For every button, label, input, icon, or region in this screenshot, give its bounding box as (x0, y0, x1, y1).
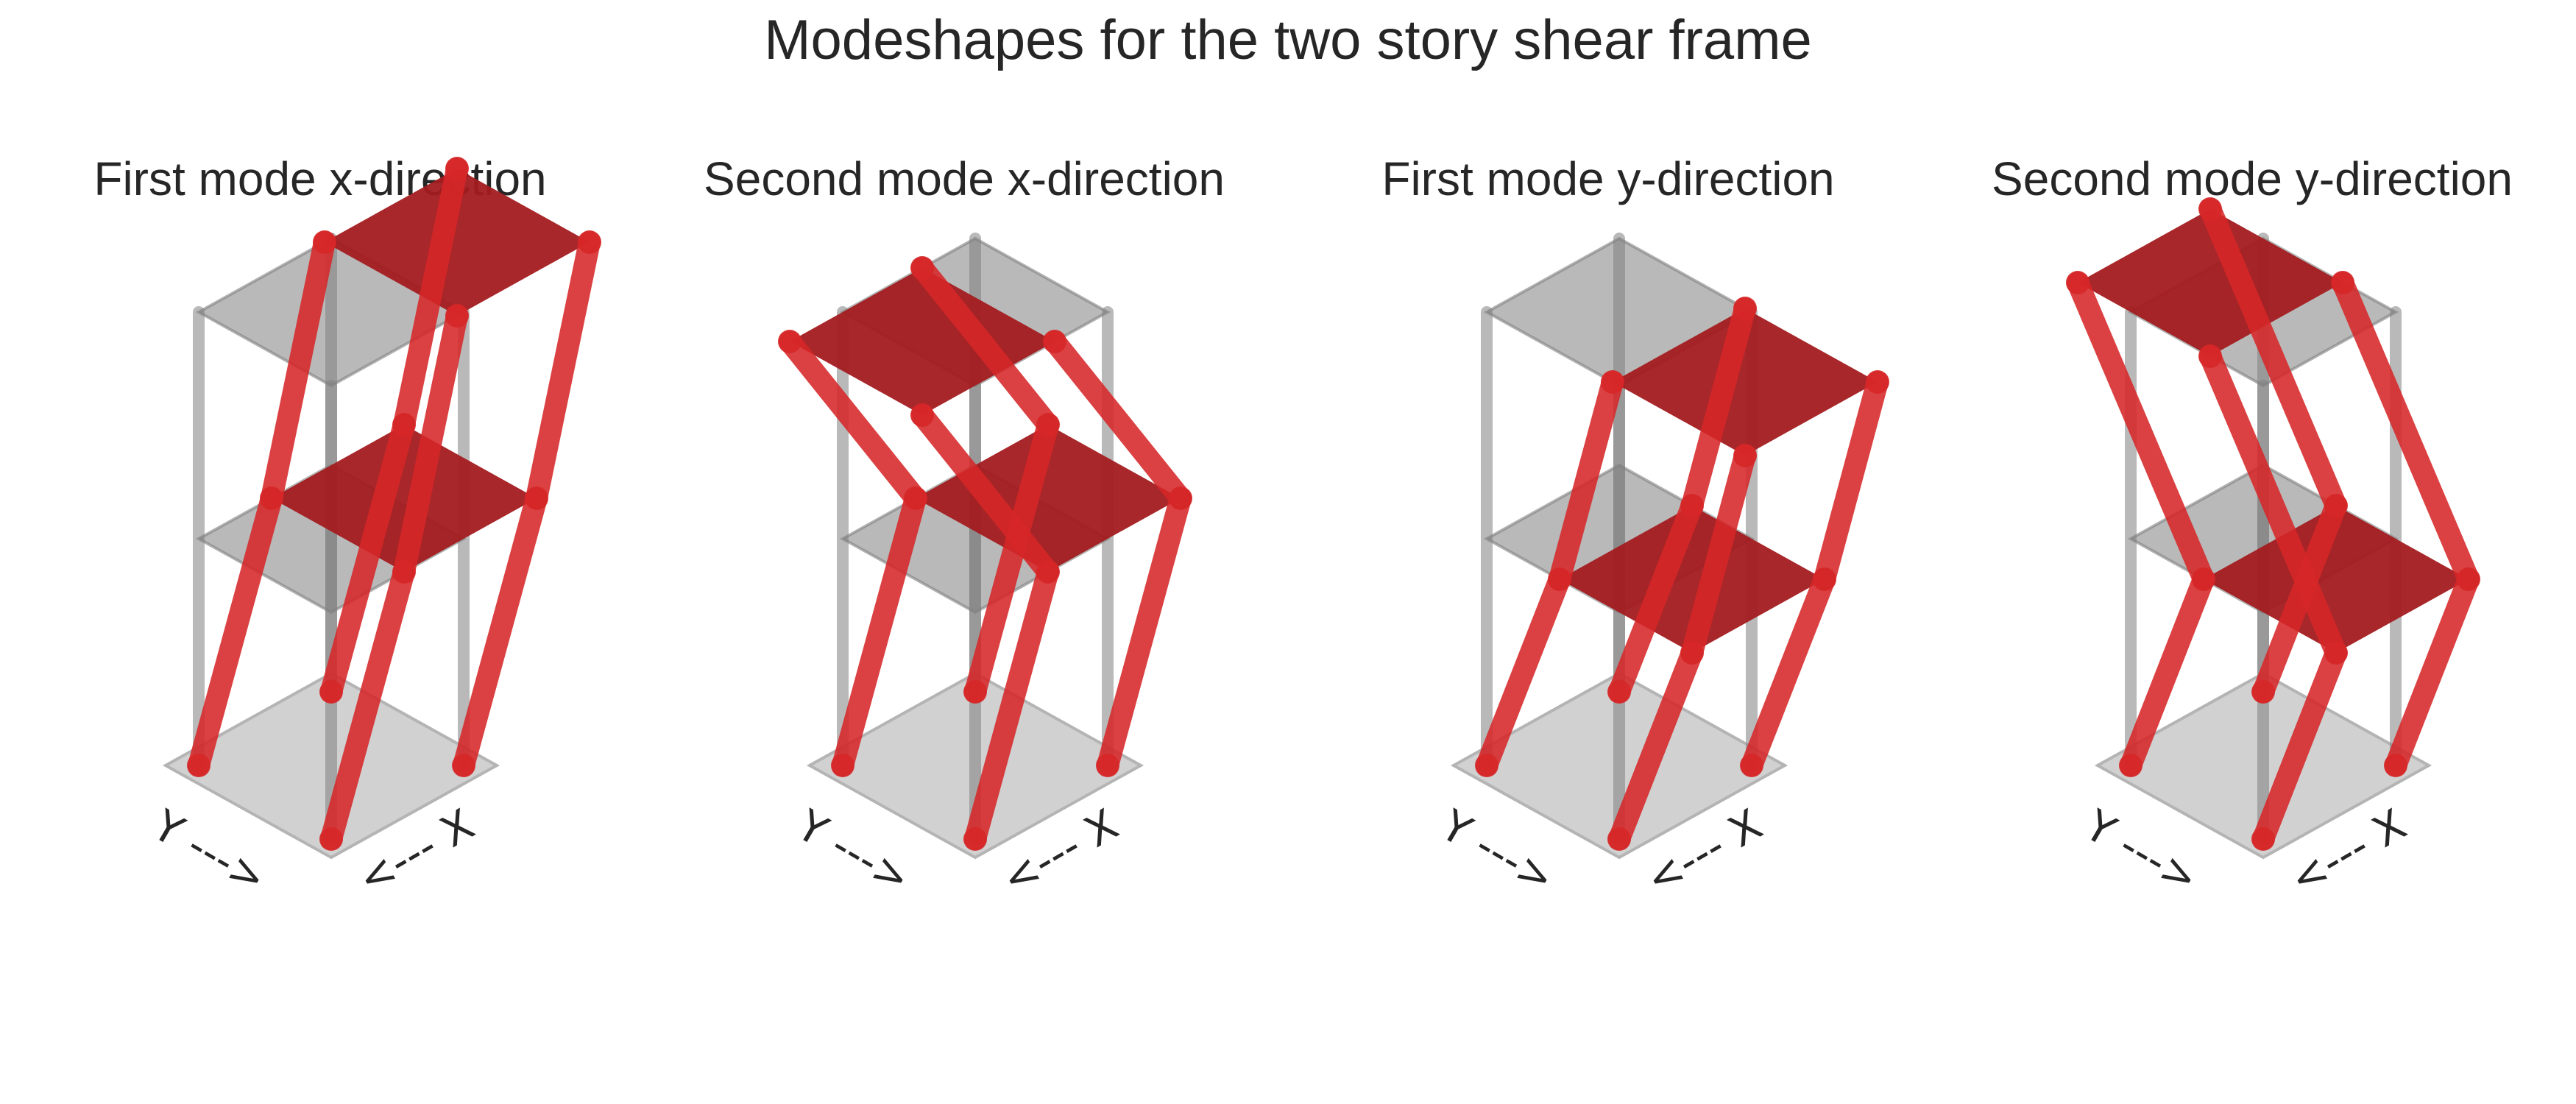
deformed-column-1-1 (964, 561, 1059, 850)
deformed-node-2-3 (2198, 197, 2222, 221)
deformed-node-1-3 (2324, 494, 2348, 517)
deformed-node-1-4 (904, 486, 927, 510)
deformed-column-1-4 (2120, 568, 2215, 776)
deformed-floor-2 (1613, 308, 1878, 456)
deformed-node-2-1 (445, 304, 469, 328)
deformed-node-2-4 (2066, 271, 2090, 294)
deformed-node-0-1 (1607, 827, 1631, 851)
deformed-node-0-1 (319, 827, 343, 851)
deformed-column-1-3 (2252, 495, 2347, 703)
deformed-node-0-3 (319, 680, 343, 704)
deformed-node-1-1 (2324, 641, 2348, 665)
deformed-floor-2 (790, 268, 1055, 415)
deformed-node-2-3 (910, 256, 934, 280)
deformed-column-2-3 (393, 158, 468, 436)
deformed-column-1-3 (1608, 495, 1703, 703)
deformed-floor-1 (2204, 506, 2469, 653)
deformed-column-1-1 (2252, 642, 2347, 850)
deformed-node-2-3 (445, 157, 469, 180)
deformed-column-2-1 (2199, 345, 2347, 664)
panel-title: First mode y-direction (1381, 152, 1834, 205)
deformed-floor-2 (325, 169, 590, 316)
deformed-column-1-2 (453, 487, 548, 776)
deformed-column-1-2 (2385, 568, 2480, 776)
deformed-floor-1 (916, 425, 1181, 572)
deformed-node-0-4 (2119, 754, 2142, 777)
deformed-node-0-2 (2384, 754, 2407, 777)
deformed-node-2-1 (2198, 344, 2222, 368)
deformed-column-1-4 (1476, 568, 1571, 776)
deformed-node-2-1 (1733, 444, 1757, 467)
deformed-node-0-1 (2251, 827, 2275, 851)
deformed-column-1-1 (320, 561, 415, 850)
deformed-node-0-3 (1607, 680, 1631, 704)
deformed-node-0-2 (1740, 754, 1763, 777)
deformed-column-1-1 (1608, 642, 1703, 850)
deformed-column-1-3 (320, 414, 415, 703)
deformed-node-1-4 (260, 486, 283, 510)
panel-title: Second mode x-direction (704, 152, 1225, 205)
deformed-column-2-1 (393, 305, 468, 583)
deformed-floor-1 (272, 425, 537, 572)
deformed-node-0-4 (187, 754, 210, 777)
deformed-node-2-2 (1866, 370, 1889, 394)
deformed-node-0-3 (963, 680, 987, 704)
deformed-column-2-4 (2067, 272, 2215, 590)
deformed-column-1-3 (964, 414, 1059, 703)
deformed-column-2-3 (1681, 297, 1756, 517)
deformed-node-1-3 (1036, 413, 1060, 436)
deformed-node-2-2 (578, 230, 601, 254)
deformed-node-0-2 (452, 754, 475, 777)
deformed-column-2-4 (779, 330, 927, 509)
deformed-node-1-1 (392, 560, 416, 584)
deformed-node-2-3 (1733, 297, 1757, 320)
deformed-column-1-2 (1097, 487, 1192, 776)
deformed-column-2-2 (2332, 272, 2480, 590)
deformed-node-1-4 (2192, 567, 2215, 591)
deformed-column-2-2 (1814, 371, 1889, 590)
deformed-node-0-3 (2251, 680, 2275, 704)
deformed-node-2-4 (313, 230, 336, 254)
deformed-column-2-4 (1549, 371, 1624, 590)
figure-title: Modeshapes for the two story shear frame (764, 9, 1812, 71)
deformed-node-1-3 (1680, 494, 1704, 517)
deformed-node-1-2 (525, 486, 548, 510)
deformed-column-2-3 (2199, 198, 2347, 517)
deformed-column-2-3 (911, 257, 1059, 436)
deformed-node-2-4 (1601, 370, 1624, 394)
deformed-node-1-2 (1169, 486, 1192, 510)
deformed-column-2-4 (261, 231, 336, 509)
deformed-node-1-1 (1680, 641, 1704, 665)
deformed-node-0-2 (1096, 754, 1119, 777)
deformed-node-1-2 (1813, 567, 1836, 591)
deformed-column-1-4 (188, 487, 283, 776)
deformed-node-1-4 (1548, 567, 1571, 591)
deformed-node-2-2 (1043, 330, 1066, 353)
deformed-node-1-1 (1036, 560, 1060, 584)
deformed-column-2-2 (1044, 330, 1192, 509)
deformed-column-2-2 (526, 231, 601, 509)
deformed-column-1-4 (832, 487, 927, 776)
deformed-node-1-3 (392, 413, 416, 436)
deformed-column-2-1 (911, 404, 1059, 583)
deformed-node-2-4 (778, 330, 802, 353)
deformed-node-0-4 (1475, 754, 1498, 777)
deformed-node-0-1 (963, 827, 987, 851)
deformed-node-2-2 (2331, 271, 2354, 294)
deformed-column-1-2 (1741, 568, 1836, 776)
panel-title: Second mode y-direction (1992, 152, 2513, 205)
deformed-column-2-1 (1681, 445, 1756, 664)
deformed-node-2-1 (910, 403, 934, 427)
deformed-node-1-2 (2457, 567, 2480, 591)
deformed-node-0-4 (831, 754, 854, 777)
deformed-floor-1 (1560, 506, 1825, 653)
deformed-floor-2 (2078, 209, 2343, 356)
